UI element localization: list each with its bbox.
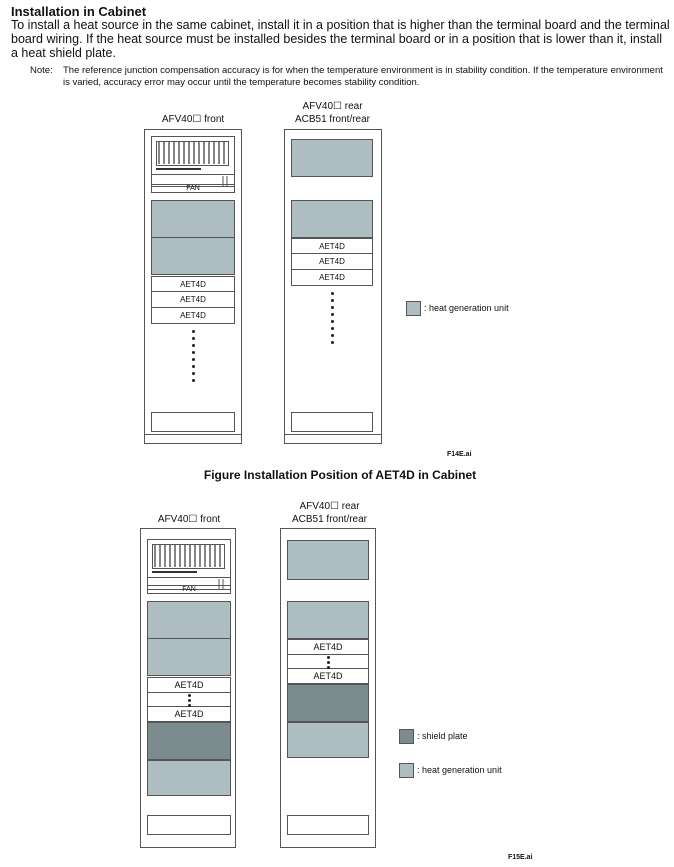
fig2-left-shield-plate	[147, 722, 231, 760]
fig2-right-cabinet: AET4D AET4D	[280, 528, 376, 848]
fig1-right-aet4d-slot-3: AET4D	[291, 270, 373, 286]
fig2-left-continuation-dots	[188, 694, 192, 711]
fig1-terminal-board-icon	[151, 136, 235, 187]
fig2-right-heat-unit-top	[287, 540, 369, 580]
fig2-terminal-board-icon	[147, 539, 231, 590]
fig1-right-aet4d-slot-2: AET4D	[291, 254, 373, 270]
fig1-left-heat-unit-1	[151, 200, 235, 238]
fig1-right-cabinet: AET4D AET4D AET4D	[284, 129, 382, 444]
fig1-right-continuation-dots	[331, 292, 335, 348]
fig1-file-id: F14E.ai	[447, 451, 472, 458]
fig2-fan-label: FAN	[182, 586, 196, 593]
note-label: Note:	[30, 65, 53, 76]
fig1-left-aet4d-slot-3: AET4D	[151, 308, 235, 324]
fig1-right-heat-unit-top	[291, 139, 373, 177]
fig2-legend-shield-swatch	[399, 729, 414, 744]
fig2-fan-unit: FAN	[147, 585, 231, 594]
fig1-right-bottom-panel	[291, 412, 373, 432]
fig2-right-bottom-panel	[287, 815, 369, 835]
fig1-fan-label: FAN	[186, 185, 200, 192]
fig2-right-heat-unit-bottom	[287, 722, 369, 758]
fig2-right-slot-gap	[287, 655, 369, 669]
fig1-right-heat-unit-mid	[291, 200, 373, 238]
fig2-legend-heat-label: : heat generation unit	[417, 765, 502, 775]
fig2-legend-heat-swatch	[399, 763, 414, 778]
fig2-left-cabinet: FAN AET4D AET4D	[140, 528, 236, 848]
fig2-right-shield-plate	[287, 684, 369, 722]
fig2-left-heat-unit-2	[147, 638, 231, 676]
fig2-right-aet4d-slot-bottom: AET4D	[287, 669, 369, 684]
intro-paragraph: To install a heat source in the same cab…	[11, 18, 670, 60]
fig2-file-id: F15E.ai	[508, 854, 533, 861]
fig1-legend-heat-swatch	[406, 301, 421, 316]
fig2-right-continuation-dots	[327, 656, 331, 673]
note-text: The reference junction compensation accu…	[63, 65, 663, 88]
section-heading: Installation in Cabinet	[11, 4, 147, 19]
fig1-left-base-line	[144, 434, 242, 435]
fig1-left-aet4d-slot-2: AET4D	[151, 292, 235, 308]
fig2-legend-shield-label: : shield plate	[417, 731, 468, 741]
fig1-left-cabinet: FAN AET4D AET4D AET4D	[144, 129, 242, 444]
fig1-left-cabinet-label: AFV40☐ front	[161, 114, 225, 125]
fig2-left-aet4d-slot-top: AET4D	[147, 677, 231, 693]
fig1-left-bottom-panel	[151, 412, 235, 432]
fig2-right-cabinet-label-line1: AFV40☐ rear	[299, 501, 360, 512]
fig2-left-heat-unit-3	[147, 760, 231, 796]
fig2-left-slot-gap	[147, 693, 231, 707]
fig2-right-cabinet-label-line2: ACB51 front/rear	[291, 514, 368, 525]
fig1-legend-heat-label: : heat generation unit	[424, 303, 509, 313]
fig2-left-bottom-panel	[147, 815, 231, 835]
fig1-left-heat-unit-2	[151, 237, 235, 275]
fig2-left-cabinet-label: AFV40☐ front	[157, 514, 221, 525]
fig1-right-aet4d-slot-1: AET4D	[291, 238, 373, 254]
fig1-fan-unit: FAN	[151, 184, 235, 193]
fig2-right-heat-unit-mid	[287, 601, 369, 639]
fig2-left-aet4d-slot-bottom: AET4D	[147, 707, 231, 722]
fig2-right-aet4d-slot-top: AET4D	[287, 639, 369, 655]
fig2-left-heat-unit-1	[147, 601, 231, 639]
fig1-right-cabinet-label-line2: ACB51 front/rear	[294, 114, 371, 125]
fig1-left-aet4d-slot-1: AET4D	[151, 276, 235, 292]
fig1-right-cabinet-label-line1: AFV40☐ rear	[302, 101, 363, 112]
fig1-left-continuation-dots	[192, 330, 196, 386]
fig1-title: Figure Installation Position of AET4D in…	[203, 468, 477, 482]
fig1-right-base-line	[284, 434, 382, 435]
